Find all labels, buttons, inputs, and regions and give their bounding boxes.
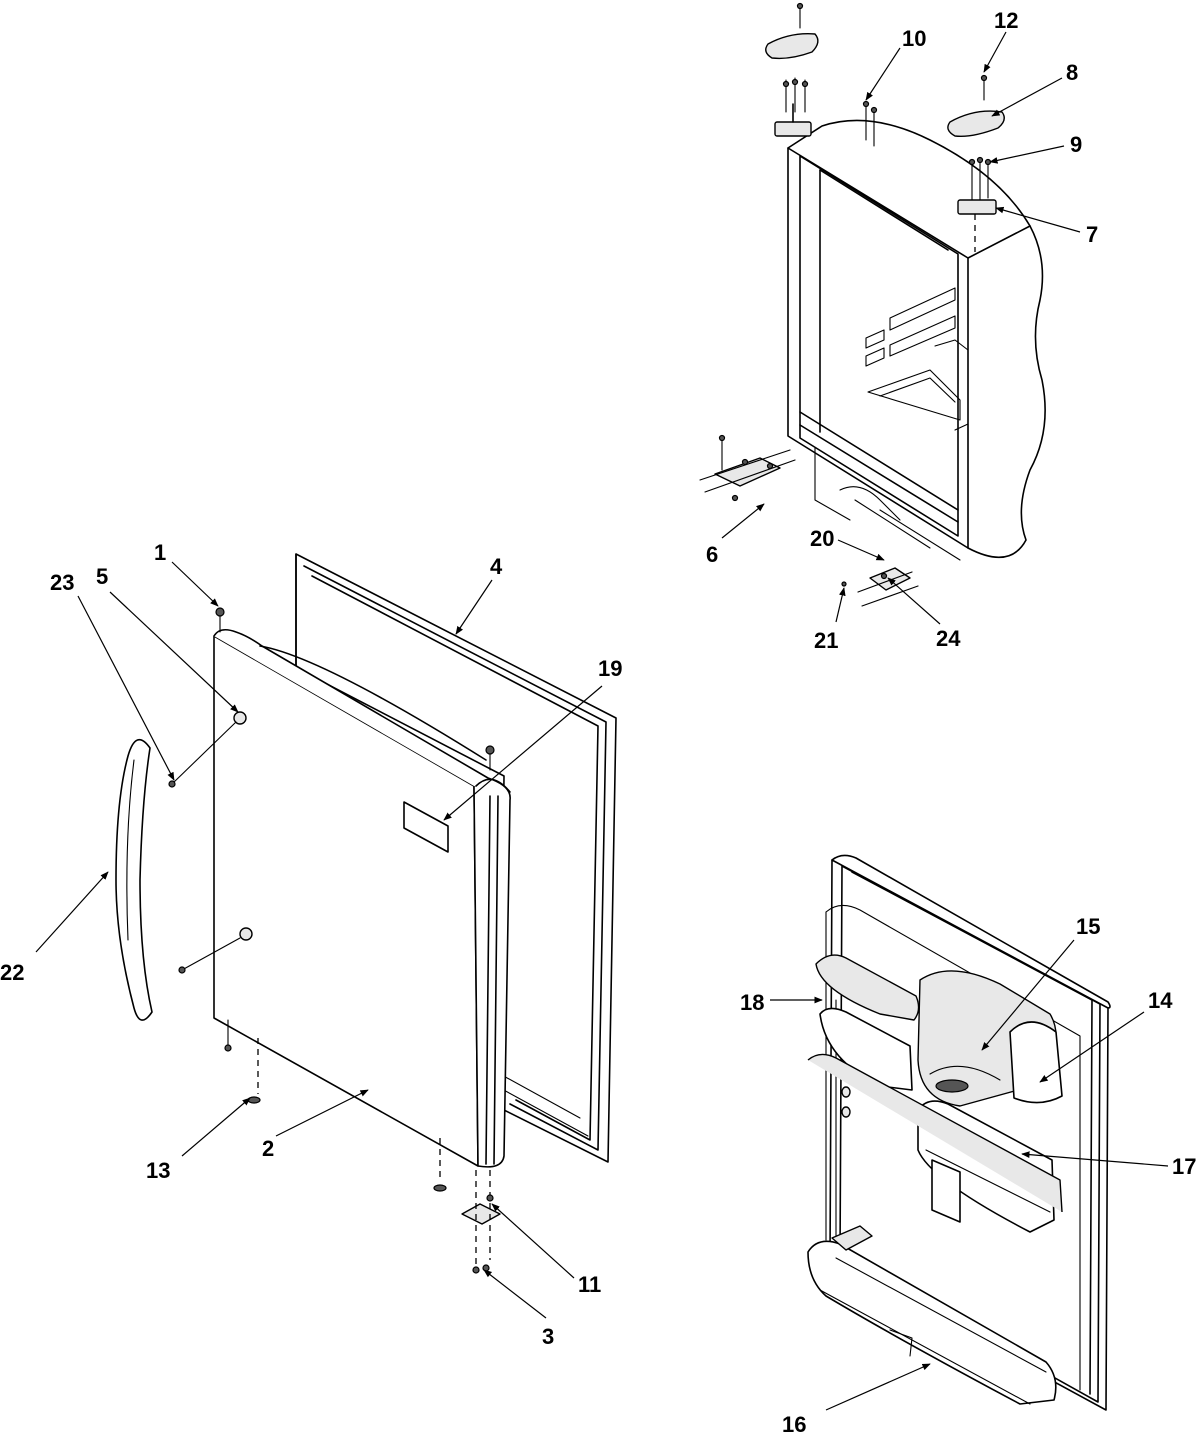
callout-21: 21 xyxy=(814,628,838,653)
callout-17: 17 xyxy=(1172,1154,1196,1179)
door-handle xyxy=(115,738,153,1021)
cabinet-assembly xyxy=(699,2,1046,607)
callout-20: 20 xyxy=(810,526,834,551)
callout-6: 6 xyxy=(706,542,718,567)
callout-8: 8 xyxy=(1066,60,1078,85)
callout-9: 9 xyxy=(1070,132,1082,157)
door-assembly xyxy=(168,553,617,1274)
inner-door-assembly xyxy=(807,854,1111,1411)
callout-10: 10 xyxy=(902,26,926,51)
callout-7: 7 xyxy=(1086,222,1098,247)
door-gasket xyxy=(295,553,617,1163)
callout-15: 15 xyxy=(1076,914,1100,939)
callout-24: 24 xyxy=(936,626,961,651)
callout-labels: 1 2 3 4 5 6 7 8 9 10 11 12 13 14 15 16 1… xyxy=(0,8,1196,1433)
callout-5: 5 xyxy=(96,564,108,589)
callout-12: 12 xyxy=(994,8,1018,33)
callout-16: 16 xyxy=(782,1412,806,1433)
callout-3: 3 xyxy=(542,1324,554,1349)
callout-19: 19 xyxy=(598,656,622,681)
leader-lines xyxy=(35,31,1169,1411)
callout-11: 11 xyxy=(578,1272,601,1297)
callout-1: 1 xyxy=(154,540,166,565)
callout-4: 4 xyxy=(490,554,503,579)
callout-18: 18 xyxy=(740,990,764,1015)
callout-2: 2 xyxy=(262,1136,274,1161)
callout-22: 22 xyxy=(0,960,24,985)
callout-13: 13 xyxy=(146,1158,170,1183)
callout-14: 14 xyxy=(1148,988,1173,1013)
callout-23: 23 xyxy=(50,570,74,595)
